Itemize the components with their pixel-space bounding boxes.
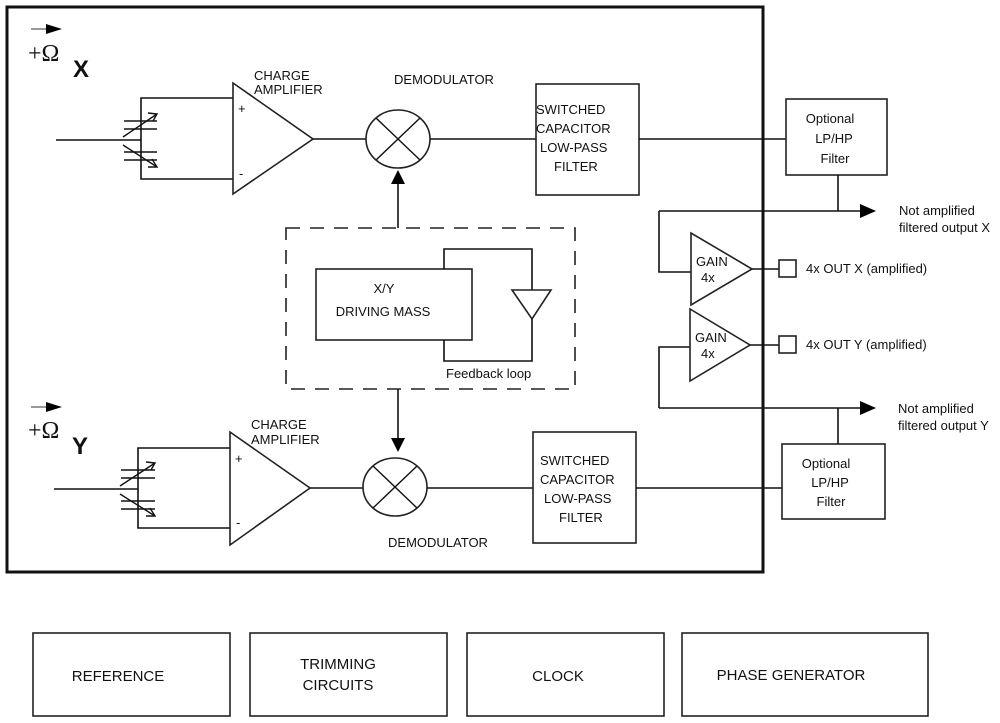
feedback-loop-label: Feedback loop: [446, 366, 531, 381]
x-axis-label: X: [73, 56, 89, 83]
y-rate-arrow-icon: [31, 402, 62, 412]
x-gain-line-2: 4x: [701, 270, 715, 285]
y-amp-minus: -: [236, 515, 240, 530]
y-amplified-output-pin: [778, 335, 797, 354]
y-filter-line-1: SWITCHED: [540, 453, 609, 468]
reference-label: REFERENCE: [72, 668, 165, 685]
y-amp-label-2: AMPLIFIER: [251, 432, 320, 447]
x-drive-arrow-icon: [391, 170, 405, 184]
y-filter-line-4: FILTER: [559, 510, 603, 525]
y-opt-filter-line-2: LP/HP: [811, 475, 849, 490]
x-amplified-output-label: 4x OUT X (amplified): [806, 261, 927, 276]
y-charge-amplifier: [229, 430, 312, 547]
trimming-label-2: CIRCUITS: [303, 677, 374, 694]
x-unamplified-output-1: Not amplified: [899, 203, 975, 218]
x-channel: +Ω X CHARGE AMPLIFIER + - DEMODULATO: [28, 24, 990, 307]
x-rate-arrow-icon: [31, 24, 62, 34]
y-gain-line-1: GAIN: [695, 330, 727, 345]
x-amp-minus: -: [239, 166, 243, 181]
y-rate-symbol: +Ω: [28, 418, 59, 444]
clock-block: [466, 632, 665, 717]
x-demodulator-mixer-icon: [365, 109, 431, 169]
y-channel: +Ω Y CHARGE AMPLIFIER + - DEMODULATOR: [28, 307, 989, 550]
x-charge-amplifier: [232, 81, 315, 196]
y-sense-capacitors-icon: [54, 447, 230, 529]
reference-block: [32, 632, 231, 717]
y-unamplified-output-2: filtered output Y: [898, 418, 989, 433]
x-unamplified-output-2: filtered output X: [899, 220, 990, 235]
xy-driving-mass: [315, 268, 473, 341]
x-amplified-output-pin: [778, 259, 797, 278]
clock-label: CLOCK: [532, 668, 584, 685]
x-demodulator-label: DEMODULATOR: [394, 72, 494, 87]
x-output-arrow-icon: [860, 204, 876, 218]
y-sc-lowpass-filter: [532, 431, 637, 544]
y-opt-filter-line-3: Filter: [817, 494, 847, 509]
y-filter-line-2: CAPACITOR: [540, 472, 615, 487]
x-opt-filter-line-2: LP/HP: [815, 131, 853, 146]
y-demodulator-mixer-icon: [362, 457, 428, 517]
driving-mass-line-1: X/Y: [374, 281, 395, 296]
y-axis-label: Y: [72, 433, 88, 460]
driving-mass-line-2: DRIVING MASS: [336, 304, 431, 319]
x-gain-amplifier: [690, 231, 754, 307]
x-sc-lowpass-filter: [535, 83, 640, 196]
trimming-circuits-block: [249, 632, 448, 717]
feedback-amplifier-icon: [510, 289, 553, 321]
support-blocks: REFERENCE TRIMMING CIRCUITS CLOCK PHASE …: [32, 632, 929, 717]
y-optional-lphp-filter: [781, 443, 886, 520]
x-optional-lphp-filter: [785, 98, 888, 176]
x-rate-symbol: +Ω: [28, 41, 59, 67]
x-opt-filter-line-1: Optional: [806, 111, 855, 126]
driving-mass-block: X/Y DRIVING MASS Feedback loop: [285, 170, 576, 452]
x-opt-filter-line-3: Filter: [821, 151, 851, 166]
x-filter-line-1: SWITCHED: [536, 102, 605, 117]
x-sense-capacitors-icon: [56, 97, 233, 180]
x-gain-line-1: GAIN: [696, 254, 728, 269]
y-amp-plus: +: [235, 451, 243, 466]
x-filter-line-4: FILTER: [554, 159, 598, 174]
x-amp-label-2: AMPLIFIER: [254, 82, 323, 97]
driving-mass-dashed-boundary: [285, 227, 576, 390]
y-filter-line-3: LOW-PASS: [544, 491, 612, 506]
y-opt-filter-line-1: Optional: [802, 456, 851, 471]
phase-generator-label: PHASE GENERATOR: [717, 667, 866, 684]
x-amp-plus: +: [238, 101, 246, 116]
x-filter-line-3: LOW-PASS: [540, 140, 608, 155]
y-unamplified-output-1: Not amplified: [898, 401, 974, 416]
x-filter-line-2: CAPACITOR: [536, 121, 611, 136]
trimming-label-1: TRIMMING: [300, 656, 376, 673]
phase-generator-block: [681, 632, 929, 717]
y-output-arrow-icon: [860, 401, 876, 415]
y-amp-label-1: CHARGE: [251, 417, 307, 432]
y-gain-line-2: 4x: [701, 346, 715, 361]
x-amp-label-1: CHARGE: [254, 68, 310, 83]
y-drive-arrow-icon: [391, 438, 405, 452]
y-amplified-output-label: 4x OUT Y (amplified): [806, 337, 927, 352]
y-gain-amplifier: [689, 307, 752, 383]
y-demodulator-label: DEMODULATOR: [388, 535, 488, 550]
